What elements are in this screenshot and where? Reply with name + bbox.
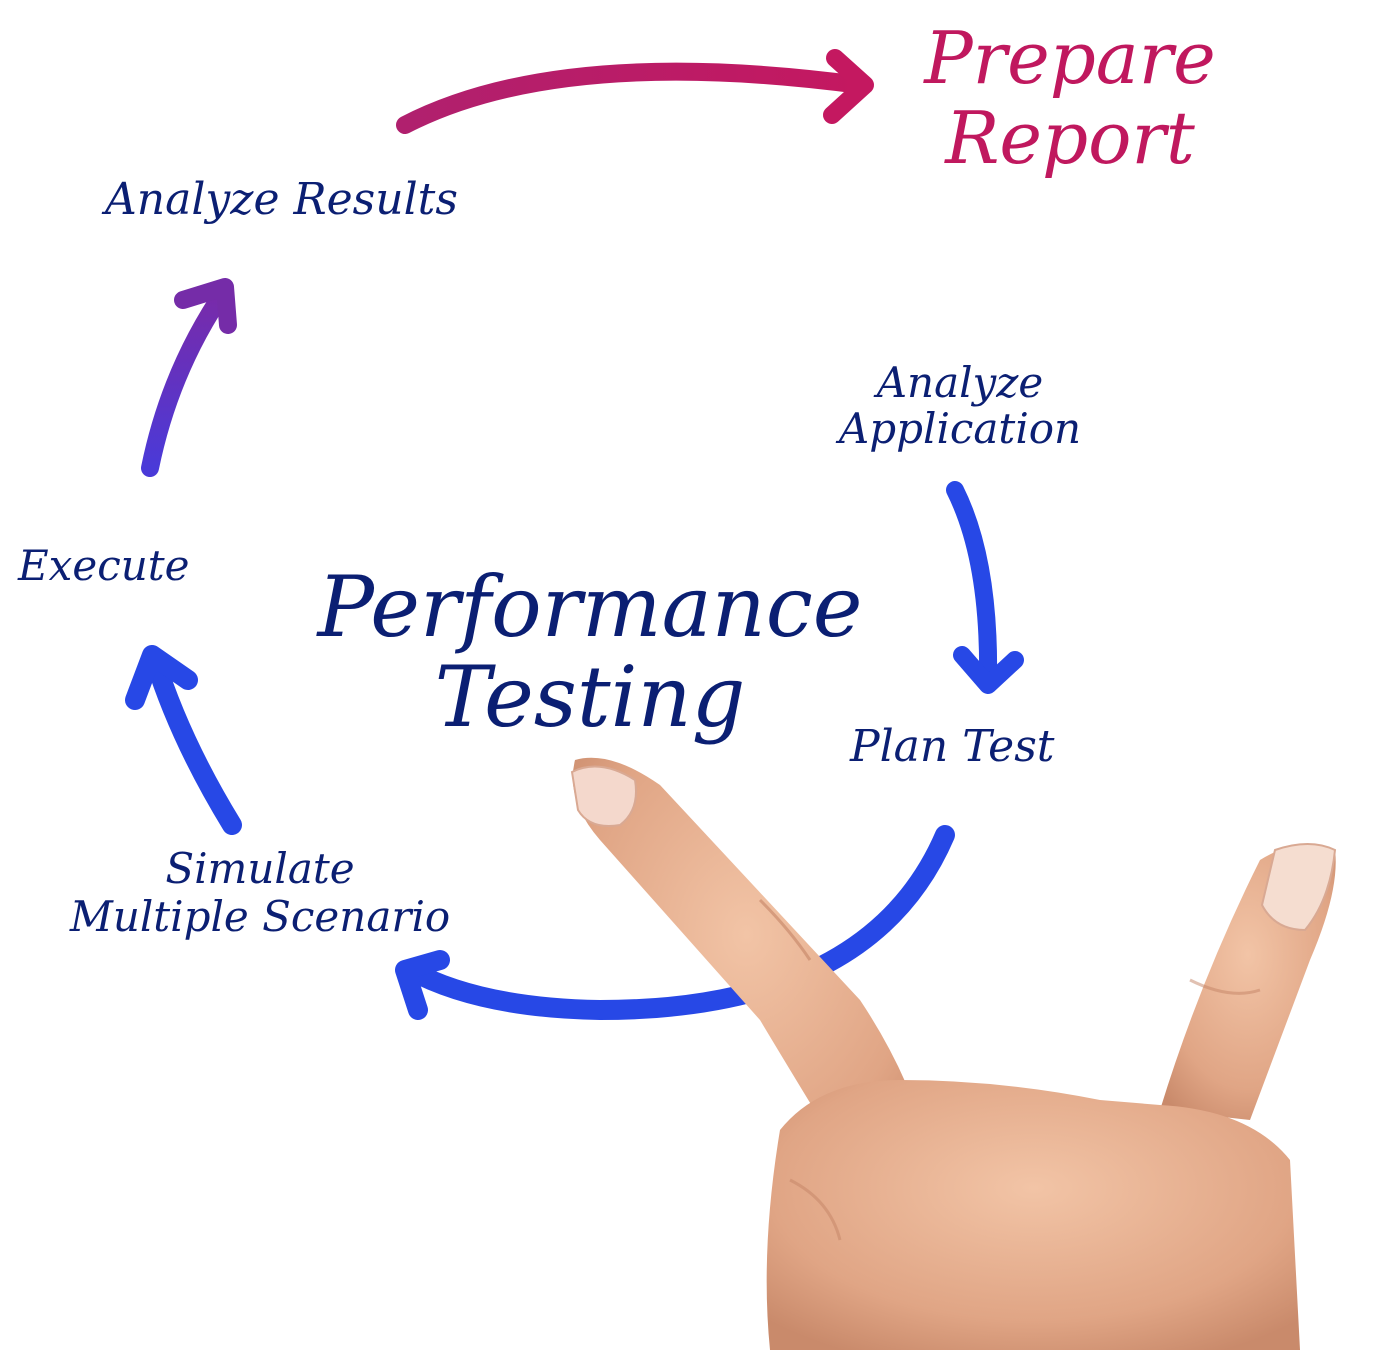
step-prepare-report: Prepare Report [895, 22, 1245, 174]
step-label-line1: Prepare [924, 16, 1216, 100]
step-label-line2: Application [838, 404, 1082, 453]
step-label-line2: Multiple Scenario [69, 892, 451, 941]
diagram-title: Performance Testing [260, 565, 920, 739]
arrow-right-icon [396, 49, 874, 134]
step-label-line1: Analyze [876, 358, 1044, 407]
pointing-hand-image [570, 757, 1337, 1350]
arrow-up-right-icon [141, 278, 237, 477]
title-line1: Performance [317, 558, 863, 656]
arrow-down-icon [946, 481, 1024, 694]
step-simulate-multiple-scenario: Simulate Multiple Scenario [20, 848, 500, 938]
step-analyze-results: Analyze Results [105, 174, 458, 225]
step-execute: Execute [18, 541, 190, 590]
step-analyze-application: Analyze Application [795, 362, 1125, 450]
arrow-curve-left-icon [395, 825, 955, 1021]
step-label-line2: Report [945, 96, 1195, 180]
step-label-line1: Simulate [165, 844, 355, 893]
step-plan-test: Plan Test [850, 721, 1055, 772]
title-line2: Testing [434, 648, 746, 746]
arrow-up-left-icon [125, 645, 242, 835]
